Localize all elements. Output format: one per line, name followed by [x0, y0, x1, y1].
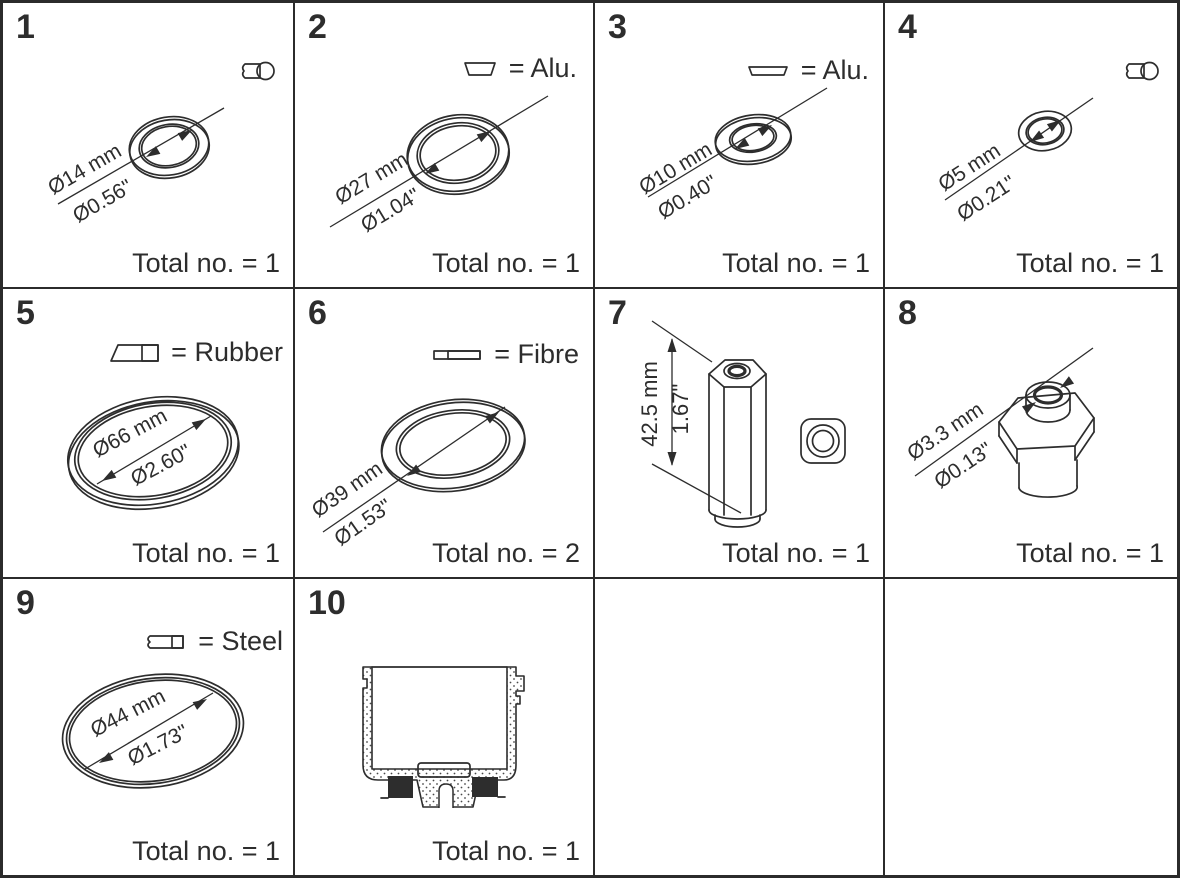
part-drawing-ring: Ø5 mm Ø0.21"	[934, 97, 1094, 226]
total-count: Total no. = 1	[432, 248, 580, 278]
empty-panel-12	[885, 579, 1177, 875]
o-ring-cross-section-icon	[241, 61, 275, 81]
dim-label-mm: 42.5 mm	[637, 361, 662, 447]
part-drawing-ring: Ø27 mm Ø1.04"	[329, 95, 549, 237]
part-number: 9	[16, 584, 35, 622]
alu-washer-section-icon	[463, 61, 496, 76]
material-legend: = Fibre	[431, 339, 579, 370]
pole-piece-left	[388, 776, 413, 798]
part-number: 8	[898, 294, 917, 332]
part-panel-8: 8 Ø3.3 mm Ø0.13" Total no.	[885, 289, 1177, 579]
rubber-section-icon	[110, 343, 160, 362]
material-legend: = Alu.	[746, 55, 869, 86]
part-drawing-ring: Ø14 mm Ø0.56"	[44, 107, 225, 227]
total-count: Total no. = 1	[132, 538, 280, 568]
alu-flat-washer-section-icon	[747, 65, 788, 76]
dim-label-inch: Ø2.60"	[127, 440, 195, 491]
part-number: 4	[898, 8, 917, 46]
part-panel-10: 10 Total no. = 1	[295, 579, 595, 875]
part-panel-6: 6 = Fibre Ø39 mm Ø1.53" Total no. = 2	[295, 289, 595, 579]
material-legend: = Steel	[141, 626, 283, 657]
part-number: 2	[308, 8, 327, 46]
part-number: 10	[308, 584, 346, 622]
total-count: Total no. = 1	[132, 836, 280, 866]
part-panel-7: 7 42.5 mm 1.67"	[595, 289, 885, 579]
total-count: Total no. = 1	[432, 836, 580, 866]
part-number: 1	[16, 8, 35, 46]
total-count: Total no. = 1	[722, 538, 870, 568]
part-drawing-gasket: Ø39 mm Ø1.53"	[308, 398, 526, 551]
part-panel-5: 5 = Rubber Ø66 mm Ø2.60" Total no. = 1	[3, 289, 295, 579]
part-drawing-washer: Ø10 mm Ø0.40"	[635, 87, 828, 224]
part-panel-3: 3 = Alu. Ø10 mm Ø0.40" Total no. = 1	[595, 3, 885, 289]
part-drawing-steel-ring: Ø44 mm Ø1.73"	[61, 673, 245, 789]
material-legend-label: = Fibre	[494, 339, 579, 369]
part-drawing-standoff: 42.5 mm 1.67"	[637, 320, 846, 528]
part-number: 6	[308, 294, 327, 332]
steel-section-icon	[147, 634, 185, 649]
total-count: Total no. = 1	[132, 248, 280, 278]
total-count: Total no. = 1	[1016, 248, 1164, 278]
material-legend-label: = Steel	[198, 626, 283, 656]
part-number: 7	[608, 294, 627, 332]
dim-label-inch: Ø1.73"	[124, 720, 192, 770]
empty-panel-11	[595, 579, 885, 875]
material-legend: = Alu.	[462, 53, 577, 84]
total-count: Total no. = 1	[722, 248, 870, 278]
fibre-section-icon	[433, 349, 482, 360]
pole-piece-right	[472, 777, 498, 797]
dim-label-inch: 1.67"	[668, 384, 693, 435]
material-legend: = Rubber	[108, 337, 283, 368]
part-panel-2: 2 = Alu. Ø27 mm Ø1.04" Total no. = 1	[295, 3, 595, 289]
part-drawing-armature-cup-section	[362, 666, 525, 808]
material-legend-label: = Alu.	[508, 53, 577, 83]
part-drawing-oring: Ø66 mm Ø2.60"	[66, 395, 240, 511]
total-count: Total no. = 2	[432, 538, 580, 568]
part-panel-1: 1 Ø14 mm Ø0.56" Total no. = 1	[3, 3, 295, 289]
part-panel-9: 9 = Steel Ø44 mm Ø1.73" Total no. = 1	[3, 579, 295, 875]
material-legend-label: = Alu.	[800, 55, 869, 85]
material-legend-label: = Rubber	[171, 337, 283, 367]
part-number: 5	[16, 294, 35, 332]
part-drawing-orifice-fitting: Ø3.3 mm Ø0.13"	[903, 347, 1095, 498]
part-number: 3	[608, 8, 627, 46]
total-count: Total no. = 1	[1016, 538, 1164, 568]
part-panel-4: 4 Ø5 mm Ø0.21" Total no. = 1	[885, 3, 1177, 289]
square-nut-drawing	[800, 418, 846, 464]
o-ring-cross-section-icon	[1125, 61, 1159, 81]
